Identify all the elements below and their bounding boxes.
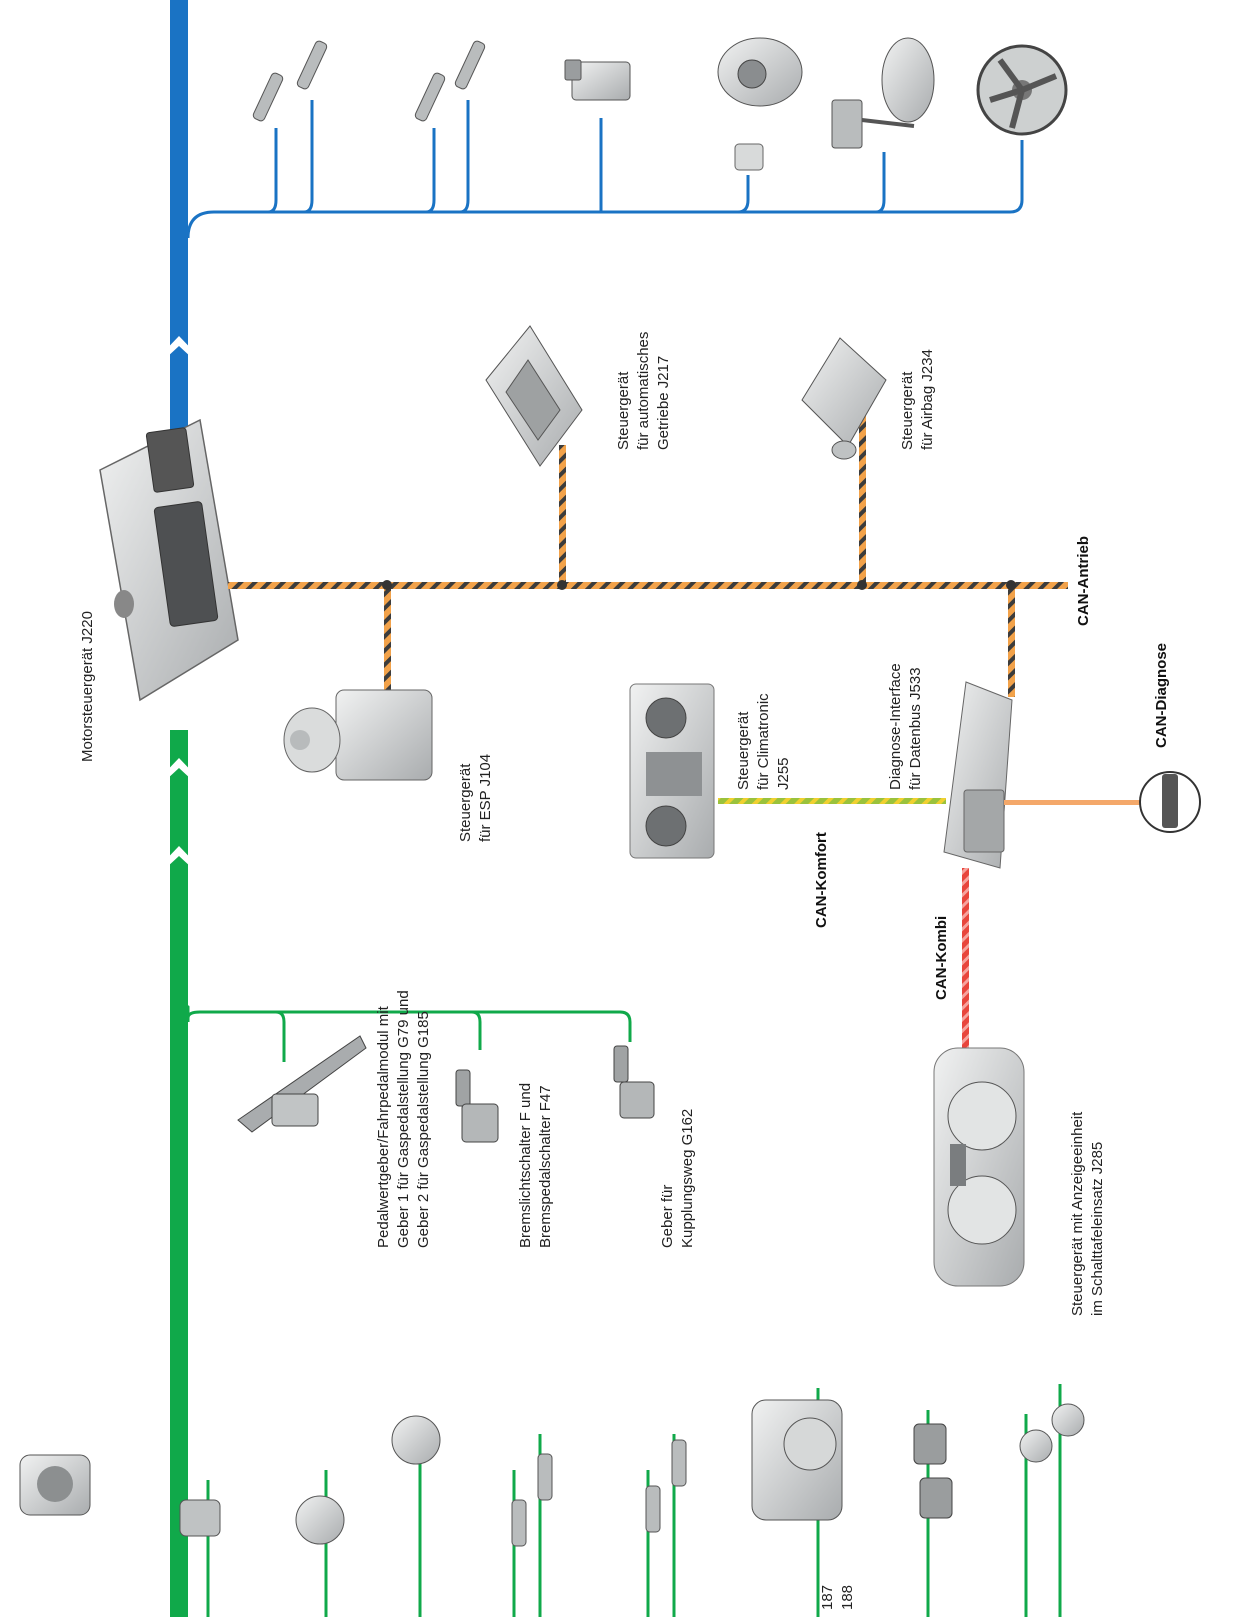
climatronic-label-line-2: für Climatronic xyxy=(755,693,772,790)
clutch-label: Geber für Kupplungsweg G162 xyxy=(659,1109,696,1248)
esp-label-line-1: Steuergerät xyxy=(457,763,474,842)
cooling-fan-icon xyxy=(976,44,1068,136)
gateway-label-line-1: Diagnose-Interface xyxy=(887,663,904,790)
gateway-label: Diagnose-Interface für Datenbus J533 xyxy=(887,663,924,790)
climatronic-label-line-1: Steuergerät xyxy=(735,711,752,790)
climatronic-panel-icon xyxy=(629,683,715,859)
esp-control-unit-icon xyxy=(283,689,433,781)
throttle-label-line-2: 188 xyxy=(839,1585,856,1610)
solenoid-valve-icon xyxy=(564,59,631,101)
can-combi-label: CAN-Kombi xyxy=(933,916,950,1000)
ecu-label: Motorsteuergerät J220 xyxy=(79,611,96,762)
airbag-control-unit-icon xyxy=(801,337,887,460)
clutch-sensor-icon xyxy=(613,1045,655,1119)
input-arrow-icon xyxy=(158,758,200,780)
input-arrow-icon xyxy=(158,846,200,868)
pump-icon xyxy=(717,37,803,171)
pedal-label-line-2: Geber 1 für Gaspedalstellung G79 und xyxy=(395,990,412,1248)
bottom-sensor-stubs xyxy=(206,1384,1062,1617)
clutch-label-line-1: Geber für xyxy=(659,1185,676,1248)
brake-label: Bremslichtschalter F und Bremspedalschal… xyxy=(517,1083,554,1248)
temperature-sensor-icon xyxy=(913,1423,953,1519)
diagnostic-connector-icon xyxy=(1139,771,1201,833)
gearbox-label-line-2: für automatisches xyxy=(635,332,652,450)
throttle-body-icon xyxy=(751,1399,843,1521)
can-diag-line xyxy=(1004,800,1142,805)
input-bus xyxy=(158,730,655,1617)
pedal-label-line-1: Pedalwertgeber/Fahrpedalmodul mit xyxy=(375,1005,392,1248)
output-trunk xyxy=(170,0,188,440)
gearbox-control-unit-icon xyxy=(485,325,583,467)
can-comfort-label: CAN-Komfort xyxy=(813,832,830,928)
clutch-label-line-2: Kupplungsweg G162 xyxy=(679,1109,696,1248)
engine-control-unit xyxy=(99,418,239,702)
lambda-probe-icon xyxy=(252,40,486,122)
can-comfort-line xyxy=(718,798,946,804)
input-branch-upper xyxy=(186,1010,632,1062)
output-branch-stubs xyxy=(267,100,886,214)
air-mass-meter-icon xyxy=(19,1454,91,1516)
input-trunk xyxy=(170,730,188,1617)
esp-label-line-2: für ESP J104 xyxy=(477,754,494,842)
gateway-icon xyxy=(943,681,1013,869)
throttle-label-line-1: 187 xyxy=(819,1585,836,1610)
can-drive-bus xyxy=(228,392,1068,697)
can-drive-line xyxy=(228,582,1068,589)
throttle-label-partial: 187 188 xyxy=(819,1585,856,1610)
gearbox-label-line-3: Getriebe J217 xyxy=(655,356,672,450)
brake-switch-icon xyxy=(455,1069,499,1143)
instrument-cluster-icon xyxy=(933,1047,1025,1287)
can-combi-line xyxy=(962,868,969,1056)
pedal-label: Pedalwertgeber/Fahrpedalmodul mit Geber … xyxy=(375,990,432,1248)
pedal-label-line-3: Geber 2 für Gaspedalstellung G185 xyxy=(415,1011,432,1248)
output-arrow-icon xyxy=(158,336,200,358)
output-branch-line xyxy=(186,140,1024,239)
sensor-icon xyxy=(179,1415,687,1547)
airbag-label: Steuergerät für Airbag J234 xyxy=(899,349,936,450)
gateway-label-line-2: für Datenbus J533 xyxy=(907,667,924,790)
climatronic-label-line-3: J255 xyxy=(775,757,792,790)
airbag-label-line-1: Steuergerät xyxy=(899,371,916,450)
dash-label-line-1: Steuergerät mit Anzeigeeinheit xyxy=(1069,1111,1086,1316)
brake-label-line-1: Bremslichtschalter F und xyxy=(517,1083,534,1248)
gearbox-label-line-1: Steuergerät xyxy=(615,371,632,450)
output-bus xyxy=(158,0,1068,440)
dash-label: Steuergerät mit Anzeigeeinheit im Schalt… xyxy=(1069,1111,1106,1316)
brake-label-line-2: Bremspedalschalter F47 xyxy=(537,1085,554,1248)
climatronic-label: Steuergerät für Climatronic J255 xyxy=(735,693,792,790)
can-diag-label: CAN-Diagnose xyxy=(1153,643,1170,748)
airbag-label-line-2: für Airbag J234 xyxy=(919,349,936,450)
valve-actuator-icon xyxy=(831,37,935,149)
accelerator-pedal-icon xyxy=(237,1035,367,1133)
gearbox-label: Steuergerät für automatisches Getriebe J… xyxy=(615,332,672,450)
can-drive-label: CAN-Antrieb xyxy=(1075,536,1092,626)
esp-label: Steuergerät für ESP J104 xyxy=(457,754,494,842)
knock-sensor-icon xyxy=(1019,1403,1085,1463)
dash-label-line-2: im Schalttafeleinsatz J285 xyxy=(1089,1142,1106,1316)
